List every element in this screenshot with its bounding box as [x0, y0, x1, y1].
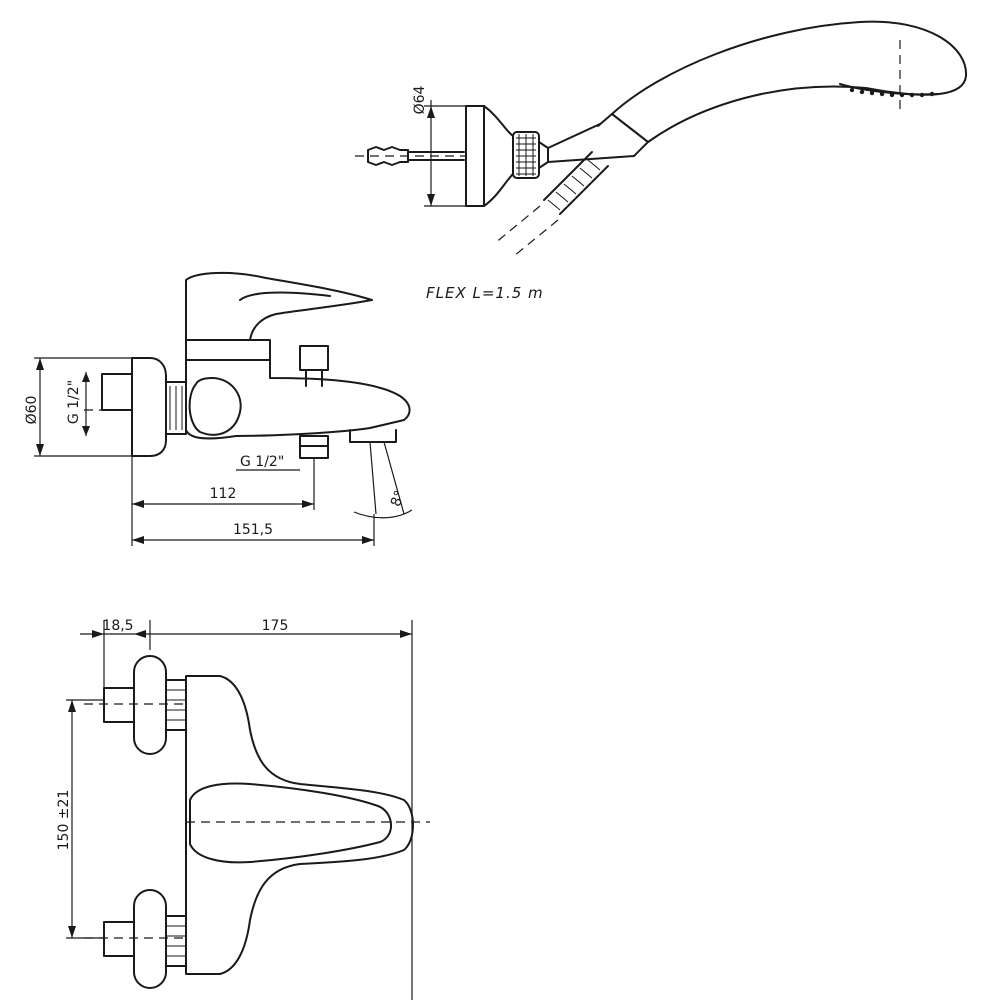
aerator [349, 429, 397, 443]
mixer-side-view: Ø60 G 1/2" G 1/2" [24, 271, 413, 546]
wall-screw [355, 146, 466, 166]
wall-holder-body [483, 105, 514, 207]
lower-inlet-pipe [103, 921, 135, 957]
hand-shower-diameter-label: Ø64 [412, 85, 428, 114]
handle-ferrule [597, 113, 649, 157]
body-side-boss [188, 377, 242, 436]
diverter-knob [299, 345, 329, 371]
inlet-diameter-label: Ø60 [24, 396, 40, 425]
dim-label-151-5: 151,5 [233, 522, 273, 538]
spout-angle-label: 8° [388, 488, 408, 508]
dim-label-175: 175 [262, 618, 289, 634]
spray-face [839, 83, 939, 96]
hand-shower-diameter-dimension: Ø64 [412, 85, 466, 207]
lever-top [189, 782, 392, 864]
knurled-swivel [512, 131, 540, 179]
shower-hose [493, 151, 609, 257]
inlet-diameter-dimension: Ø60 [24, 357, 132, 457]
lever-contour [239, 291, 331, 301]
shower-handle [611, 20, 968, 143]
upper-inlet-pipe [103, 687, 135, 723]
lever-base [185, 339, 271, 361]
holder-cradle [547, 123, 635, 163]
dim-label-112: 112 [210, 486, 237, 502]
dim-label-150: 150 ±21 [56, 790, 72, 851]
outlet-thread-label: G 1/2" [240, 454, 284, 470]
mixer-body-top [185, 675, 414, 975]
spray-nozzles [849, 87, 935, 98]
swivel-nose [538, 141, 549, 169]
mixer-body [185, 359, 411, 440]
wall-flange [131, 357, 167, 457]
dim-label-18-5: 18,5 [102, 618, 133, 634]
upper-connector [165, 679, 187, 731]
lower-flange [133, 889, 167, 989]
hose-length-note: FLEX L=1.5 m [426, 284, 544, 302]
lower-connector [165, 915, 187, 967]
knurl-pattern [516, 134, 536, 176]
wall-plate [465, 105, 485, 207]
inlet-pipe [101, 373, 133, 411]
mixer-top-view: 18,5 175 150 ±21 [56, 618, 430, 1000]
inlet-thread-label: G 1/2" [66, 380, 82, 424]
hand-shower-assembly: Ø64 [355, 20, 968, 302]
upper-flange [133, 655, 167, 755]
lever-handle [185, 271, 373, 341]
